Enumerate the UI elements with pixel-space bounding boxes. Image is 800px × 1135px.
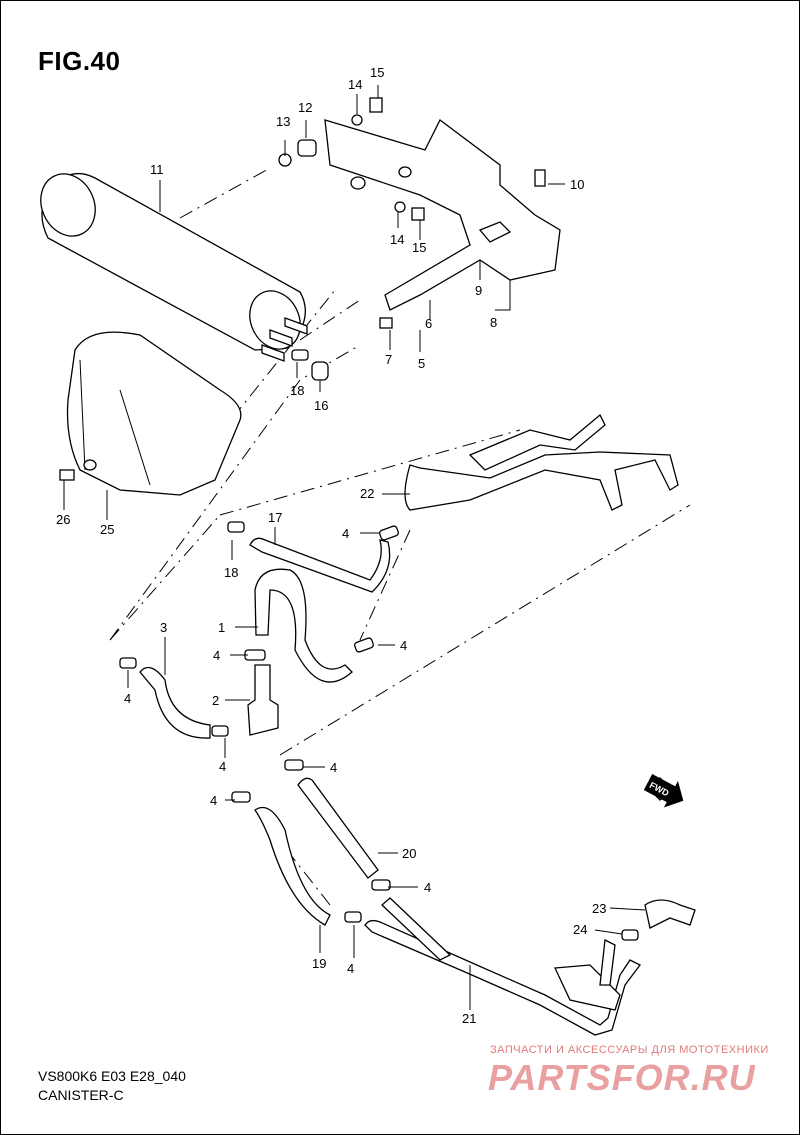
- callout-16: 16: [314, 398, 328, 413]
- section-name: CANISTER-C: [38, 1087, 124, 1103]
- leader-lines: [63, 85, 646, 1010]
- callout-4-a: 4: [342, 526, 349, 541]
- callout-4-f: 4: [330, 760, 337, 775]
- figure-title: FIG.40: [38, 46, 121, 76]
- bracket: [324, 119, 561, 311]
- callout-14-lower: 14: [390, 232, 404, 247]
- canister-cover: [66, 331, 242, 496]
- watermark-logo: PARTSFOR.RU: [488, 1057, 756, 1098]
- callout-11: 11: [150, 162, 164, 177]
- callout-labels: 11 13 12 14 15 14 15 10 9 8 6 5 7 18 16 …: [56, 65, 606, 1026]
- clamp-markers: [119, 349, 639, 941]
- callout-4-i: 4: [347, 961, 354, 976]
- model-code: VS800K6 E03 E28_040: [38, 1068, 186, 1084]
- callout-4-g: 4: [210, 793, 217, 808]
- callout-5: 5: [418, 356, 425, 371]
- watermark-subtitle: ЗАПЧАСТИ И АКСЕССУАРЫ ДЛЯ МОТОТЕХНИКИ: [490, 1044, 769, 1056]
- callout-23: 23: [592, 901, 606, 916]
- pipe-bracket: [404, 413, 679, 511]
- callout-9: 9: [475, 283, 482, 298]
- callout-8: 8: [490, 315, 497, 330]
- callout-3: 3: [160, 620, 167, 635]
- callout-13: 13: [276, 114, 290, 129]
- callout-2: 2: [212, 693, 219, 708]
- callout-22: 22: [360, 486, 374, 501]
- callout-21: 21: [462, 1011, 476, 1026]
- canister: [40, 172, 308, 362]
- callout-7: 7: [385, 352, 392, 367]
- pipe-assembly: [364, 897, 641, 1036]
- callout-12: 12: [298, 100, 312, 115]
- callout-20: 20: [402, 846, 416, 861]
- callout-4-h: 4: [424, 880, 431, 895]
- hoses: [139, 537, 696, 929]
- callout-4-c: 4: [213, 648, 220, 663]
- callout-1: 1: [218, 620, 225, 635]
- callout-18-lower: 18: [224, 565, 238, 580]
- callout-15-lower: 15: [412, 240, 426, 255]
- callout-15-upper: 15: [370, 65, 384, 80]
- callout-4-e: 4: [219, 759, 226, 774]
- callout-4-d: 4: [124, 691, 131, 706]
- callout-25: 25: [100, 522, 114, 537]
- callout-18-upper: 18: [290, 383, 304, 398]
- callout-14-upper: 14: [348, 77, 362, 92]
- callout-4-b: 4: [400, 638, 407, 653]
- callout-6: 6: [425, 316, 432, 331]
- callout-24: 24: [573, 922, 587, 937]
- callout-26: 26: [56, 512, 70, 527]
- forward-direction-badge: FWD: [643, 774, 684, 808]
- callout-10: 10: [570, 177, 584, 192]
- assembly-guide-lines: [109, 167, 691, 906]
- callout-17: 17: [268, 510, 282, 525]
- callout-19: 19: [312, 956, 326, 971]
